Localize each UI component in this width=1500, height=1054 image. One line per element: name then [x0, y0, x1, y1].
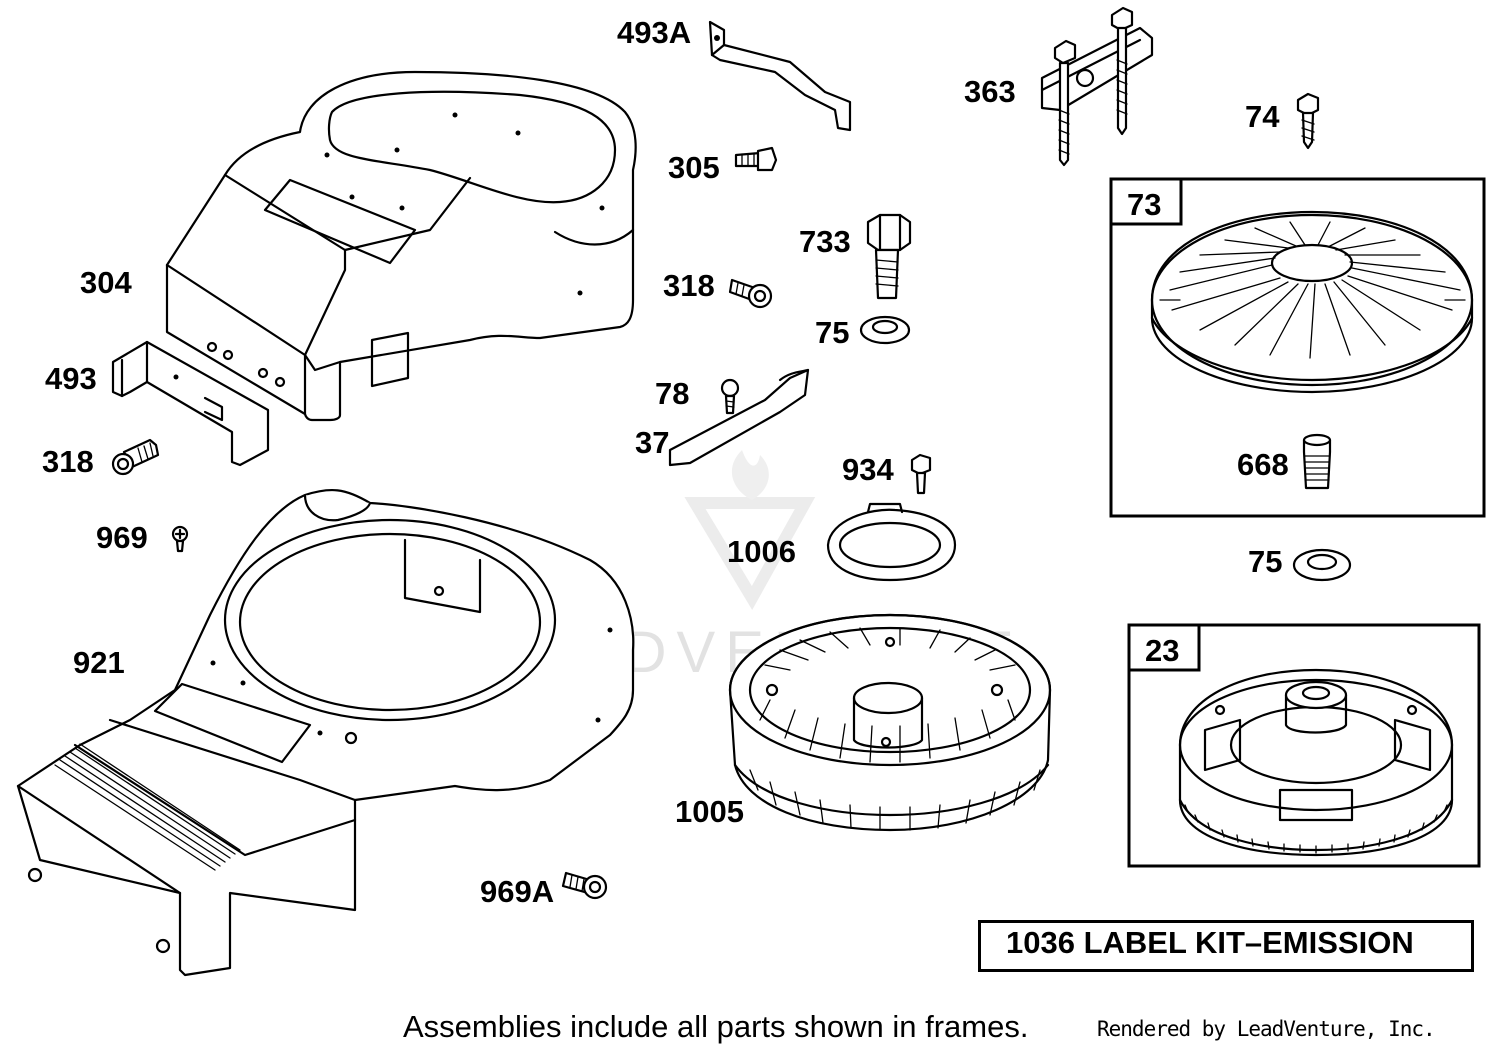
footer-credit: Rendered by LeadVenture, Inc.: [1097, 1017, 1436, 1041]
callout-304: 304: [80, 265, 132, 300]
callout-493: 493: [45, 361, 97, 396]
kit-label-text: 1036 LABEL KIT–EMISSION: [1006, 925, 1414, 960]
callout-363: 363: [964, 74, 1016, 109]
callout-921: 921: [73, 645, 125, 680]
part-1006-retainer: [826, 502, 957, 582]
part-969-screw: [171, 525, 189, 553]
part-493A-bracket: [708, 20, 852, 132]
kit-label-box: [978, 920, 1474, 972]
callout-668: 668: [1237, 447, 1289, 482]
part-733-stud: [866, 213, 912, 300]
part-304-blower-housing: [165, 70, 637, 422]
callout-318: 318: [663, 268, 715, 303]
frame-73-tag: [1109, 177, 1183, 226]
part-493-bracket: [111, 340, 270, 467]
part-37-air-vane: [668, 368, 810, 467]
callout-969A: 969A: [480, 874, 554, 909]
part-1005-flywheel-fan: [728, 613, 1052, 832]
callout-934: 934: [842, 452, 894, 487]
callout-74: 74: [1245, 99, 1280, 134]
callout-318-left: 318: [42, 444, 94, 479]
callout-23: 23: [1145, 633, 1179, 668]
part-668-stud: [1302, 433, 1332, 490]
callout-733: 733: [799, 224, 851, 259]
part-934-screw: [910, 453, 932, 495]
part-921-blower-housing: [16, 489, 635, 977]
callout-37: 37: [635, 425, 669, 460]
callout-labels: 304 493A 305 363 74 733 318 75 493 78 37…: [42, 15, 1289, 909]
callout-305: 305: [668, 150, 720, 185]
frame-23-tag: [1127, 623, 1201, 672]
frame-23: [1127, 623, 1481, 868]
part-74-bolt: [1296, 92, 1320, 150]
footer-note: Assemblies include all parts shown in fr…: [403, 1009, 1029, 1044]
callout-1006: 1006: [727, 534, 796, 569]
callout-73: 73: [1127, 187, 1161, 222]
frame-73-border: [1109, 177, 1486, 518]
part-363-bracket: [1040, 6, 1154, 167]
callout-75: 75: [815, 315, 849, 350]
callout-969: 969: [96, 520, 148, 555]
part-78-screw: [720, 378, 740, 415]
frame-23-border: [1127, 623, 1481, 868]
part-318-bolt-middle: [728, 278, 773, 309]
callout-78: 78: [655, 376, 689, 411]
part-23-flywheel: [1178, 668, 1454, 857]
part-318-bolt-left: [111, 438, 160, 476]
callout-493A: 493A: [617, 15, 691, 50]
part-73-rotating-screen: [1150, 210, 1474, 394]
part-75-washer-lower: [1292, 548, 1352, 582]
frame-73: [1109, 177, 1486, 518]
callout-1005: 1005: [675, 794, 744, 829]
part-75-washer-upper: [859, 315, 911, 345]
callout-75-lower: 75: [1248, 544, 1282, 579]
part-305-screw: [734, 146, 778, 172]
part-969A-bolt: [561, 871, 608, 900]
